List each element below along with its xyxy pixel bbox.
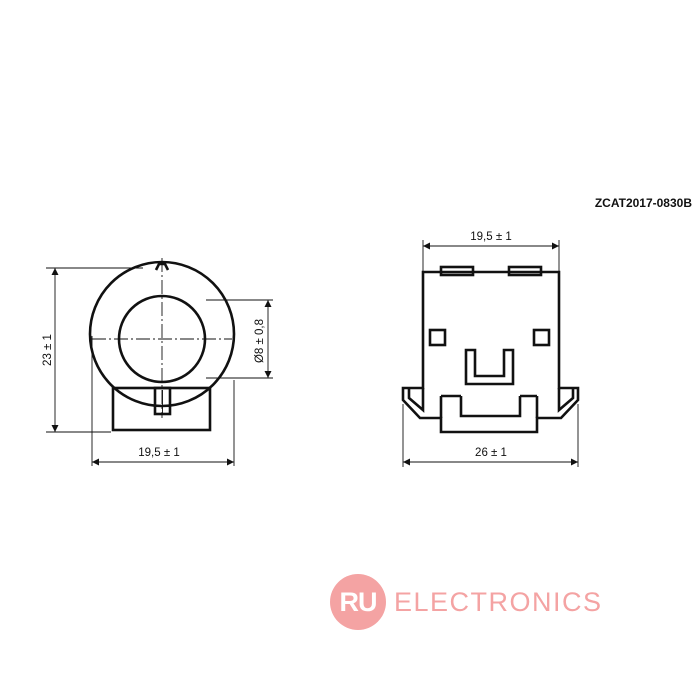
- height-dim-label: 23 ± 1: [42, 334, 54, 366]
- part-code-label: ZCAT2017-0830B: [594, 196, 692, 210]
- left-wing-inner: [407, 388, 425, 413]
- top-width-dim-label: 19,5 ± 1: [470, 231, 511, 243]
- top-tab-right: [507, 265, 543, 277]
- side-view: 19,5 ± 1 26 ± 1: [401, 231, 580, 467]
- side-window-left: [428, 328, 447, 347]
- hinge-slot: [153, 386, 172, 416]
- front-base-clip: [111, 386, 212, 432]
- top-tab-left: [439, 265, 475, 277]
- front-view: 23 ± 1 19,5 ± 1 Ø8 ± 0,8: [42, 258, 273, 466]
- right-wing-inner: [557, 388, 575, 413]
- side-window-right: [532, 328, 551, 347]
- side-body-outline: [401, 270, 580, 434]
- center-latch: [464, 348, 515, 386]
- watermark-logo: RU ELECTRONICS: [330, 574, 603, 630]
- width-dim-label: 19,5 ± 1: [138, 447, 179, 459]
- bore-dim-label: Ø8 ± 0,8: [254, 319, 266, 363]
- bottom-width-dim-label: 26 ± 1: [475, 447, 507, 459]
- logo-text: ELECTRONICS: [394, 586, 603, 617]
- logo-badge: RU: [330, 574, 386, 630]
- bottom-clip: [439, 394, 539, 418]
